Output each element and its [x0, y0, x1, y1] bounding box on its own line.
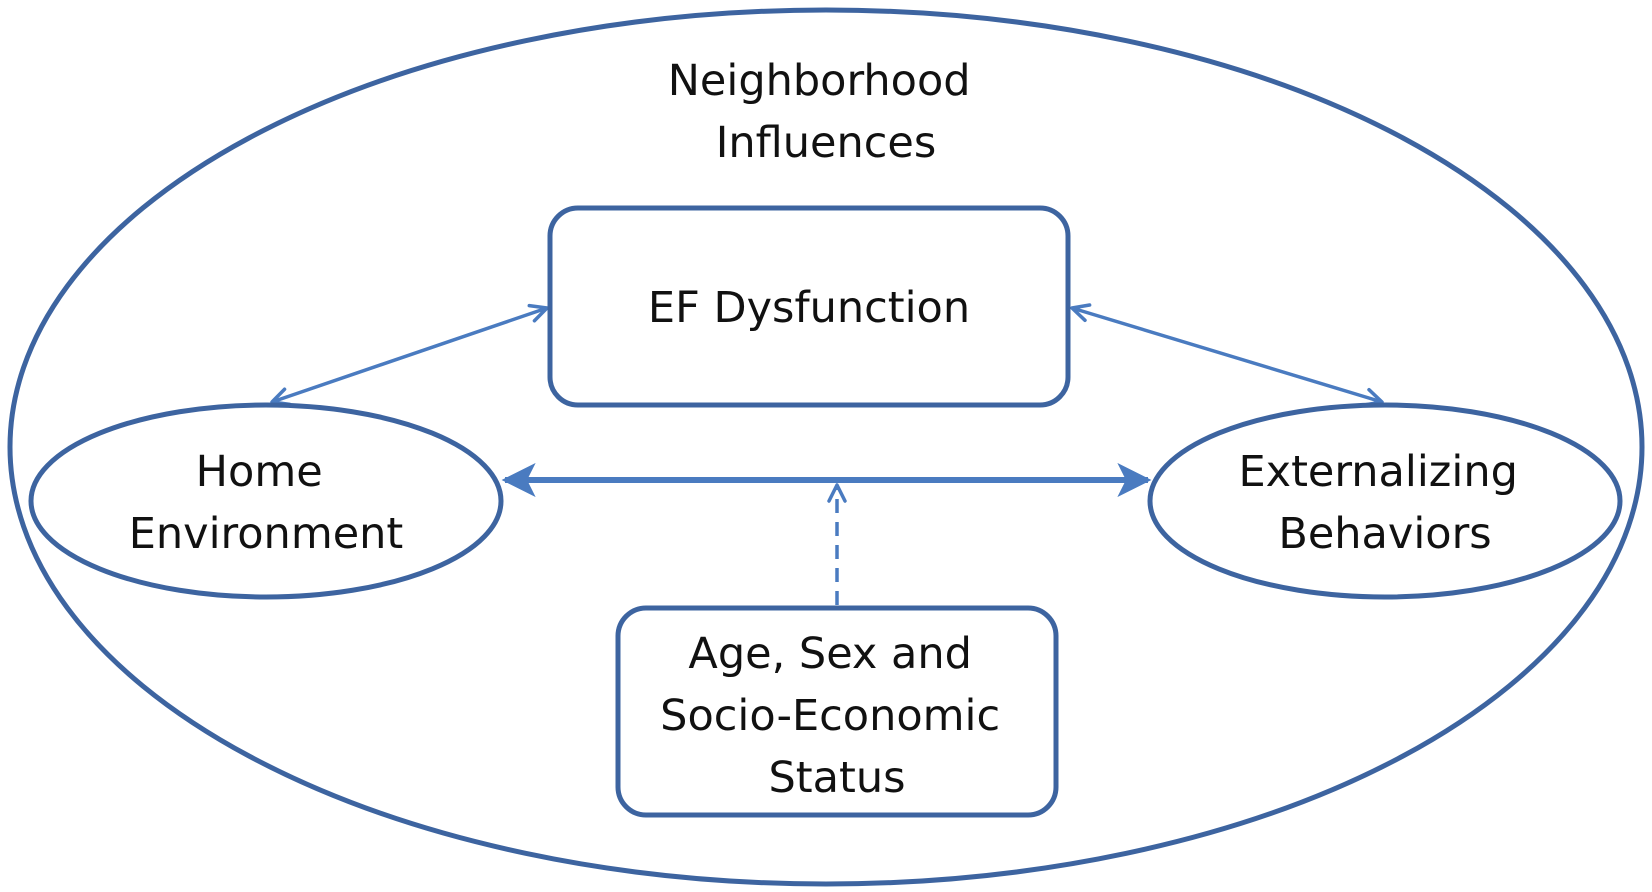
- home-environment-label-line-1: Home: [196, 447, 323, 497]
- externalizing-behaviors-label-line-2: Behaviors: [1278, 509, 1491, 559]
- neighborhood-label-line-1: Neighborhood: [668, 56, 971, 106]
- age-sex-ses-label-line-1: Age, Sex and: [688, 629, 972, 679]
- externalizing-behaviors-label-line-1: Externalizing: [1238, 447, 1517, 497]
- age-sex-ses-label-line-2: Socio-Economic: [660, 691, 1000, 741]
- home-environment-ellipse: [28, 402, 504, 600]
- externalizing-behaviors-ellipse: [1147, 402, 1623, 600]
- age-sex-ses-label: Age, Sex and Socio-Economic Status: [660, 629, 1014, 803]
- edge-home-ef: [270, 303, 549, 407]
- age-sex-ses-label-line-3: Status: [768, 753, 905, 803]
- home-environment-label-line-2: Environment: [129, 509, 404, 559]
- ef-dysfunction-label: EF Dysfunction: [648, 283, 970, 333]
- neighborhood-ellipse: [7, 7, 1645, 887]
- neighborhood-label: Neighborhood Influences: [668, 56, 984, 168]
- externalizing-behaviors-label: Externalizing Behaviors: [1238, 447, 1531, 559]
- ef-dysfunction-box: [547, 205, 1071, 408]
- age-sex-ses-box: [615, 605, 1059, 818]
- edge-ef-ext: [1070, 303, 1384, 407]
- neighborhood-label-line-2: Influences: [716, 118, 936, 168]
- ef-dysfunction-label-line-1: EF Dysfunction: [648, 283, 970, 333]
- home-environment-label: Home Environment: [129, 447, 404, 559]
